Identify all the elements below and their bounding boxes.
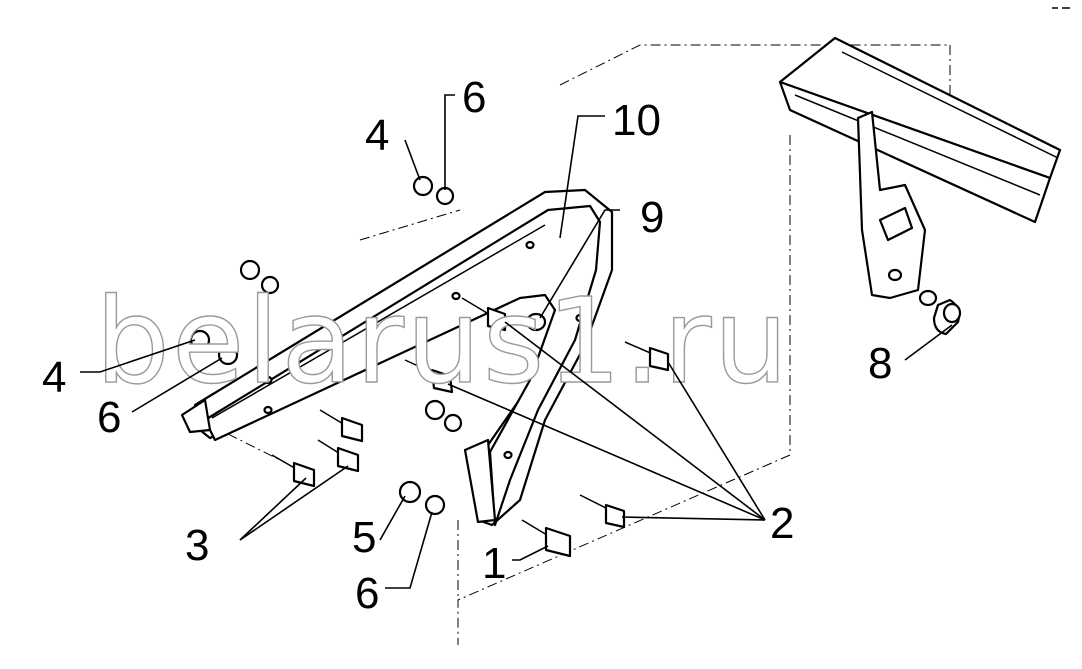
callout-labels: 10 9 6 4 4 6 3 5 6 1 2 8 [42,73,892,618]
bolts-part-3 [271,409,364,488]
callout-8: 8 [868,339,892,388]
leader-lines [80,94,953,589]
callout-6-bottom: 6 [355,569,379,618]
watermark-text: belarus1.ru [95,272,790,410]
frame-rail [778,36,1062,224]
bushing-part-8 [918,289,962,336]
callout-3: 3 [185,521,209,570]
callout-6-top: 6 [462,73,486,122]
nuts-and-washers [189,175,463,516]
callout-10: 10 [612,96,661,145]
callout-6-left: 6 [97,393,121,442]
callout-2: 2 [770,499,794,548]
callout-4-left: 4 [42,353,66,402]
callout-9: 9 [640,193,664,242]
callout-4-top: 4 [365,111,389,160]
callout-1: 1 [482,539,506,588]
callout-5: 5 [352,513,376,562]
a-frame-arm-part-10 [180,188,614,527]
bolt-part-1 [521,519,572,558]
mounting-bracket [856,110,927,300]
bolts-part-2 [404,297,670,529]
